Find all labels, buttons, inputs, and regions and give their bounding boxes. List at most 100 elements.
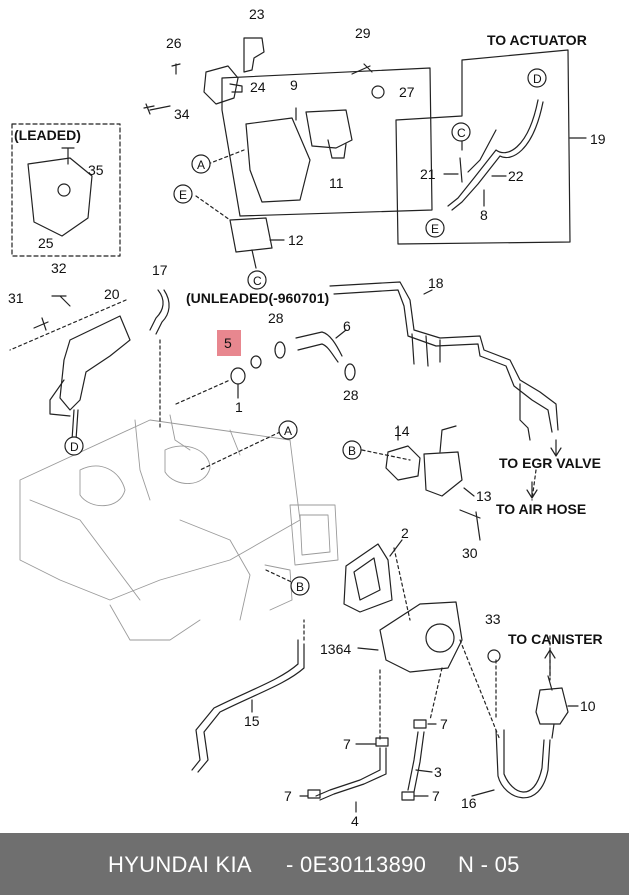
arrow-air-hose xyxy=(526,481,538,499)
part-num-15: 15 xyxy=(244,713,260,729)
egr-valve-13 xyxy=(423,451,463,497)
arrow-canister xyxy=(544,649,556,677)
gasket-2 xyxy=(343,543,393,613)
leaded-box xyxy=(11,123,121,257)
part-num-6: 6 xyxy=(343,318,351,334)
part-num-24: 24 xyxy=(250,79,266,95)
part-num-28-bottom: 28 xyxy=(343,387,359,403)
ref-D-left: D xyxy=(70,440,79,454)
part-num-28-top: 28 xyxy=(268,310,284,326)
part-num-33: 33 xyxy=(485,611,501,627)
pipe-15 xyxy=(191,639,299,771)
label-leaded: (LEADED) xyxy=(14,127,81,143)
ref-E-right: E xyxy=(431,222,439,236)
part-num-14: 14 xyxy=(394,423,410,439)
part-num-31: 31 xyxy=(8,290,24,306)
part-num-30: 30 xyxy=(462,545,478,561)
nut-33 xyxy=(487,649,501,663)
label-to-egr-valve: TO EGR VALVE xyxy=(499,455,601,471)
ref-E-left: E xyxy=(179,188,187,202)
hose-6 xyxy=(295,331,343,357)
part-num-17: 17 xyxy=(152,262,168,278)
part-num-21: 21 xyxy=(420,166,436,182)
part-num-32: 32 xyxy=(51,260,67,276)
label-to-actuator: TO ACTUATOR xyxy=(487,32,587,48)
ref-D-top: D xyxy=(533,72,542,86)
nut-27 xyxy=(371,85,385,99)
hose-3 xyxy=(407,731,419,791)
ref-A-top: A xyxy=(197,158,205,172)
assembly-box-9 xyxy=(221,67,433,217)
gasket-14 xyxy=(385,445,421,481)
part-num-25: 25 xyxy=(38,235,54,251)
label-to-air-hose: TO AIR HOSE xyxy=(496,501,586,517)
part-num-29: 29 xyxy=(355,25,371,41)
footer-bar: HYUNDAI KIA - 0E30113890 N - 05 xyxy=(0,833,629,895)
valve-12 xyxy=(229,217,273,253)
bolt-30 xyxy=(459,509,481,541)
bolt-29 xyxy=(351,63,373,75)
part-num-18: 18 xyxy=(428,275,444,291)
part-num-8: 8 xyxy=(480,207,488,223)
part-num-16: 16 xyxy=(461,795,477,811)
part-num-5: 5 xyxy=(224,335,232,351)
label-to-canister: TO CANISTER xyxy=(508,631,603,647)
part-num-1: 1 xyxy=(235,399,243,415)
part-num-7-right-top: 7 xyxy=(440,716,448,732)
ref-B-bottom: B xyxy=(296,580,304,594)
ref-C-right: C xyxy=(457,126,466,140)
bolt-31 xyxy=(33,317,49,331)
engine-block-outline xyxy=(19,414,339,641)
clamp-7a xyxy=(375,737,389,747)
harness-18 xyxy=(329,281,559,431)
highlighted-part-box xyxy=(217,330,241,356)
ref-B-right: B xyxy=(348,444,356,458)
part-num-26: 26 xyxy=(166,35,182,51)
part-num-7-bottom-right: 7 xyxy=(432,788,440,804)
clamp-7d xyxy=(401,791,415,801)
part-num-4: 4 xyxy=(351,813,359,829)
label-unleaded: (UNLEADED(-960701) xyxy=(186,290,329,306)
hose-17 xyxy=(149,289,164,331)
part-num-7-bottom-left: 7 xyxy=(284,788,292,804)
part-num-11: 11 xyxy=(329,175,344,191)
assembly-box-19 xyxy=(395,49,571,245)
part-num-20: 20 xyxy=(104,286,120,302)
part-num-34: 34 xyxy=(174,106,190,122)
part-num-10: 10 xyxy=(580,698,596,714)
throttle-body xyxy=(379,601,463,673)
footer-part-number: - 0E30113890 xyxy=(286,852,427,877)
part-num-19: 19 xyxy=(590,131,606,147)
part-num-13: 13 xyxy=(476,488,492,504)
part-num-12: 12 xyxy=(288,232,304,248)
clamp-28-bottom xyxy=(344,363,356,381)
bracket-20 xyxy=(59,315,131,411)
part-num-7-left: 7 xyxy=(343,736,351,752)
hose-4 xyxy=(315,747,381,797)
part-num-35: 35 xyxy=(88,162,104,178)
part-num-3: 3 xyxy=(434,764,442,780)
clamp-7c xyxy=(307,789,321,799)
part-num-22: 22 xyxy=(508,168,524,184)
ref-C-bottom: C xyxy=(253,274,262,288)
parts-diagram: A E C C D E D A B B TO ACTUATOR (LEADED)… xyxy=(8,6,606,829)
arrow-egr xyxy=(550,439,562,457)
fitting-1 xyxy=(230,367,246,385)
hose-16 xyxy=(495,729,551,799)
bolt-32 xyxy=(51,295,71,307)
fitting-5 xyxy=(250,355,262,369)
footer-brand: HYUNDAI KIA xyxy=(108,852,252,877)
bolt-34 xyxy=(143,103,171,115)
ref-A-middle: A xyxy=(284,424,292,438)
clamp-28-top xyxy=(274,341,286,359)
part-num-2: 2 xyxy=(401,525,409,541)
part-num-27: 27 xyxy=(399,84,415,100)
canister-valve-10 xyxy=(535,687,569,725)
part-num-23: 23 xyxy=(249,6,265,22)
clamp-7b xyxy=(413,719,427,729)
bolt-26 xyxy=(171,63,181,75)
footer-page: N - 05 xyxy=(458,852,520,877)
bracket-23 xyxy=(243,37,265,73)
part-num-9: 9 xyxy=(290,77,298,93)
part-num-1364: 1364 xyxy=(320,641,351,657)
